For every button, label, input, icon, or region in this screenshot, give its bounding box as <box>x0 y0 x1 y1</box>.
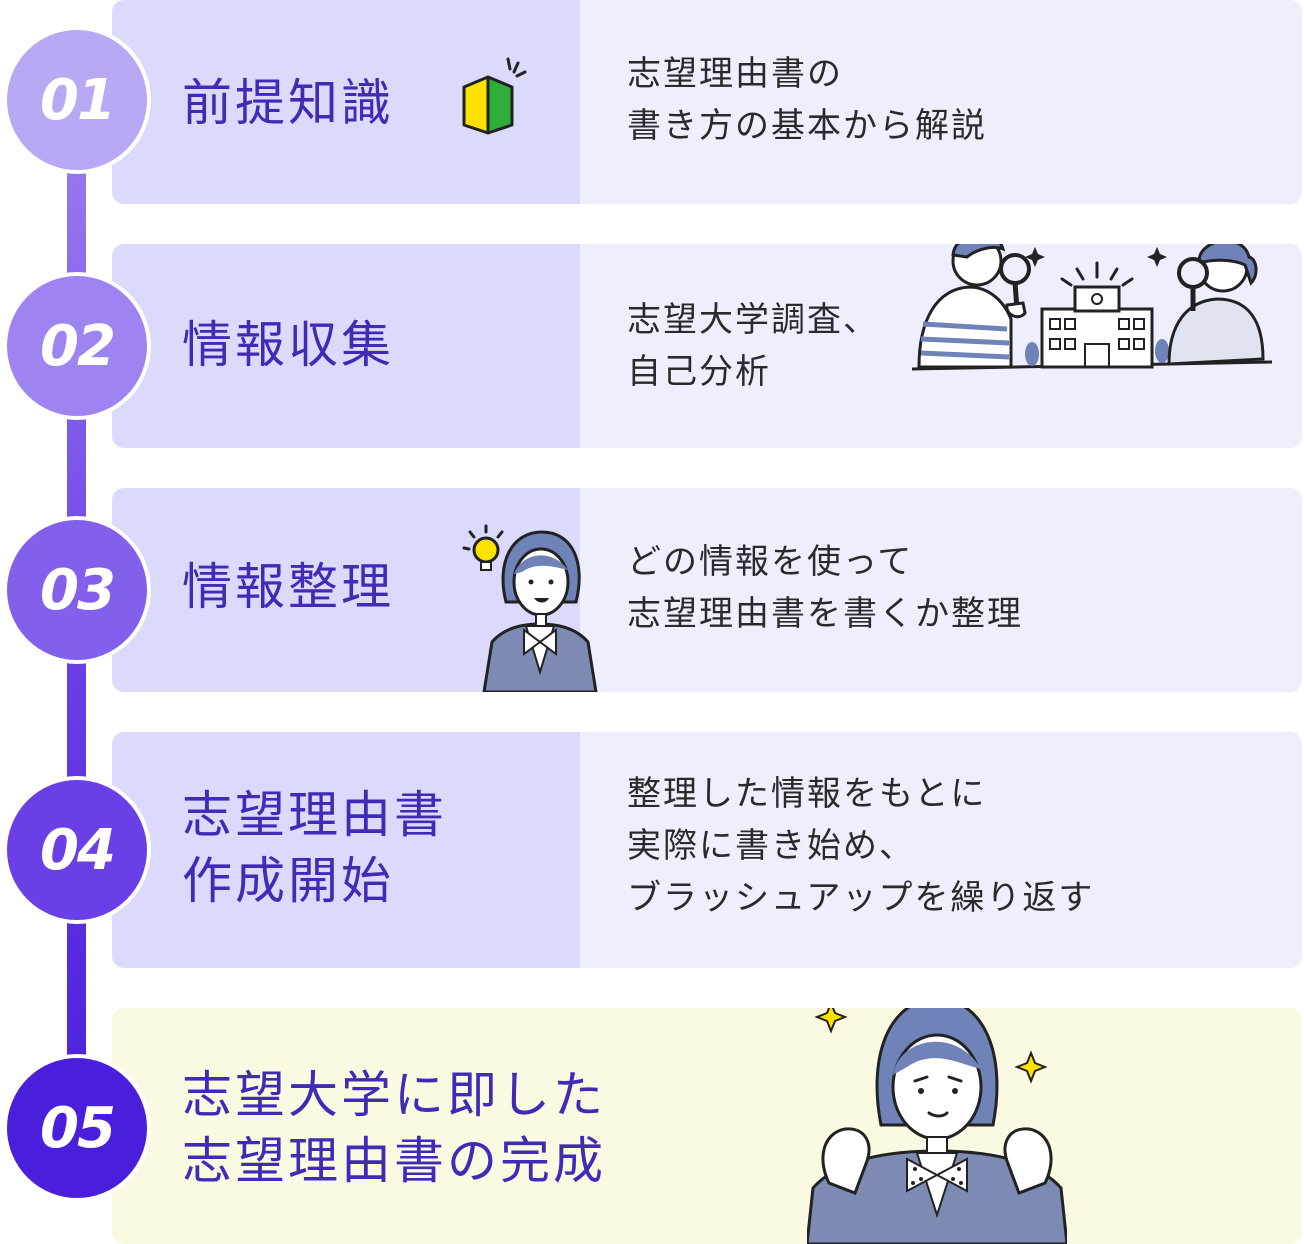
step-4-number-badge: 04 <box>3 776 151 924</box>
step-4-desc-line-1: 整理した情報をもとに <box>627 774 987 814</box>
step-1-desc-line-1: 志望理由書の <box>627 54 843 94</box>
step-2-title-panel: 情報収集 <box>112 244 580 448</box>
step-5-number-badge: 05 <box>3 1054 151 1202</box>
step-2-title: 情報収集 <box>182 312 394 378</box>
step-1-card: 前提知識 志望理由書の 書き方の基本から解説 <box>112 0 1302 204</box>
step-1-description: 志望理由書の 書き方の基本から解説 <box>627 48 987 152</box>
step-5-title: 志望大学に即した 志望理由書の完成 <box>182 1062 606 1194</box>
step-4-desc-panel <box>580 732 1302 968</box>
student-idea-illustration <box>462 524 598 692</box>
step-1-title: 前提知識 <box>182 70 394 136</box>
step-3-description: どの情報を使って 志望理由書を書くか整理 <box>627 536 1023 640</box>
step-4-desc-line-3: ブラッシュアップを繰り返す <box>627 878 1095 918</box>
step-4-card: 志望理由書 作成開始 整理した情報をもとに 実際に書き始め、 ブラッシュアップを… <box>112 732 1302 968</box>
step-5-card: 志望大学に即した 志望理由書の完成 <box>112 1008 1302 1244</box>
step-3-desc-line-2: 志望理由書を書くか整理 <box>627 594 1023 634</box>
step-1-title-line-1: 前提知識 <box>182 74 394 132</box>
step-3-card: 情報整理 どの情報を使って 志望理由書を書くか整理 <box>112 488 1302 692</box>
step-2-desc-line-1: 志望大学調査、 <box>627 300 879 340</box>
step-2-desc-line-2: 自己分析 <box>627 352 771 392</box>
step-3-title: 情報整理 <box>182 554 394 620</box>
step-2-card: 情報収集 志望大学調査、 自己分析 <box>112 244 1302 448</box>
step-1-number-badge: 01 <box>3 26 151 174</box>
step-5-title-line-2: 志望理由書の完成 <box>182 1132 606 1190</box>
step-4-title-line-2: 作成開始 <box>182 852 394 910</box>
step-2-description: 志望大学調査、 自己分析 <box>627 294 879 398</box>
student-celebrating-illustration <box>807 1008 1067 1244</box>
step-3-number-badge: 03 <box>3 516 151 664</box>
step-4-title-line-1: 志望理由書 <box>182 786 447 844</box>
step-4-desc-line-2: 実際に書き始め、 <box>627 826 915 866</box>
step-3-desc-panel <box>580 488 1302 692</box>
step-4-title: 志望理由書 作成開始 <box>182 782 447 914</box>
students-with-magnifier-illustration <box>911 244 1273 371</box>
step-4-title-panel: 志望理由書 作成開始 <box>112 732 580 968</box>
beginner-mark-icon <box>462 57 527 135</box>
step-1-desc-line-2: 書き方の基本から解説 <box>627 106 987 146</box>
step-1-desc-panel <box>580 0 1302 204</box>
step-5-title-line-1: 志望大学に即した <box>182 1066 606 1124</box>
step-3-desc-line-1: どの情報を使って <box>627 542 914 582</box>
step-4-description: 整理した情報をもとに 実際に書き始め、 ブラッシュアップを繰り返す <box>627 768 1094 924</box>
step-2-number-badge: 02 <box>3 272 151 420</box>
step-2-title-line-1: 情報収集 <box>182 316 394 374</box>
step-3-title-line-1: 情報整理 <box>182 558 394 616</box>
